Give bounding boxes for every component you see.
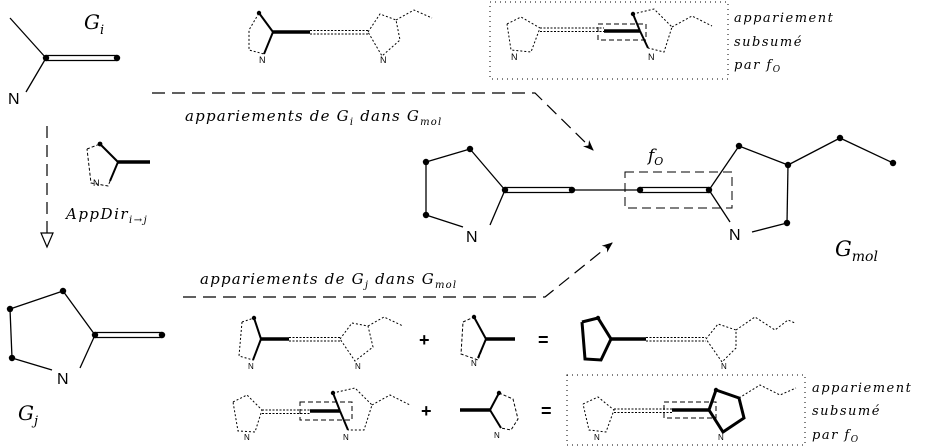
equation-row-2: N N + N = N N appariement subsumé par fO	[232, 374, 912, 446]
subsumed-caption-line2: subsumé	[734, 35, 803, 50]
atom-n-small: N	[648, 52, 655, 62]
subsumed-example-top: N N appariement subsumé par fO	[489, 1, 834, 80]
g-j-label: Gj	[18, 401, 38, 429]
atom-n-small: N	[494, 431, 500, 440]
subsumed-caption-line2: subsumé	[812, 404, 881, 419]
graph-g-j: N Gj	[6, 287, 166, 429]
atom-n-small: N	[343, 433, 349, 442]
mapping-example-top: N N	[248, 9, 433, 65]
atom-n-small: N	[511, 52, 518, 62]
atom-n-small: N	[259, 55, 266, 65]
atom-n-small: N	[355, 362, 361, 371]
equation-row-1: N N + N = N	[238, 314, 796, 371]
arrow-gi-to-gmol: appariements de Gi dans Gmol	[152, 92, 594, 151]
subsumed-caption-line1: appariement	[812, 381, 912, 396]
atom-n-label: N	[466, 229, 478, 246]
atom-n-small: N	[471, 359, 477, 368]
graph-g-mol: N N fO Gmol	[422, 134, 897, 265]
subsumed-caption-line3: par fO	[812, 428, 860, 445]
atom-n-small: N	[380, 55, 387, 65]
graph-g-i: N Gi	[8, 10, 121, 108]
plus-sign: +	[421, 401, 432, 421]
atom-n-label: N	[729, 227, 741, 244]
atom-n-label: N	[8, 91, 20, 108]
plus-sign: +	[419, 330, 430, 350]
matchings-gi-label: appariements de Gi dans Gmol	[185, 107, 442, 128]
atom-n-small: N	[594, 433, 600, 442]
appdir-label: AppDiri→j	[64, 205, 148, 226]
atom-n-small: N	[244, 433, 250, 442]
atom-n-small: N	[248, 362, 254, 371]
arrow-gj-to-gmol: appariements de Gj dans Gmol	[183, 242, 613, 298]
subsumed-caption-line1: appariement	[734, 11, 834, 26]
atom-n-small: N	[718, 433, 724, 442]
g-mol-label: Gmol	[835, 237, 878, 265]
appdir-arrow: N AppDiri→j	[40, 126, 150, 249]
equals-sign: =	[538, 330, 549, 350]
f-o-label: fO	[646, 146, 663, 168]
atom-n-small: N	[93, 178, 100, 188]
g-i-label: Gi	[84, 10, 104, 38]
subsumed-caption-line3: par fO	[734, 58, 782, 75]
atom-n-small: N	[721, 362, 727, 371]
matchings-gj-label: appariements de Gj dans Gmol	[200, 270, 457, 291]
atom-n-label: N	[57, 371, 69, 388]
equals-sign: =	[541, 401, 552, 421]
